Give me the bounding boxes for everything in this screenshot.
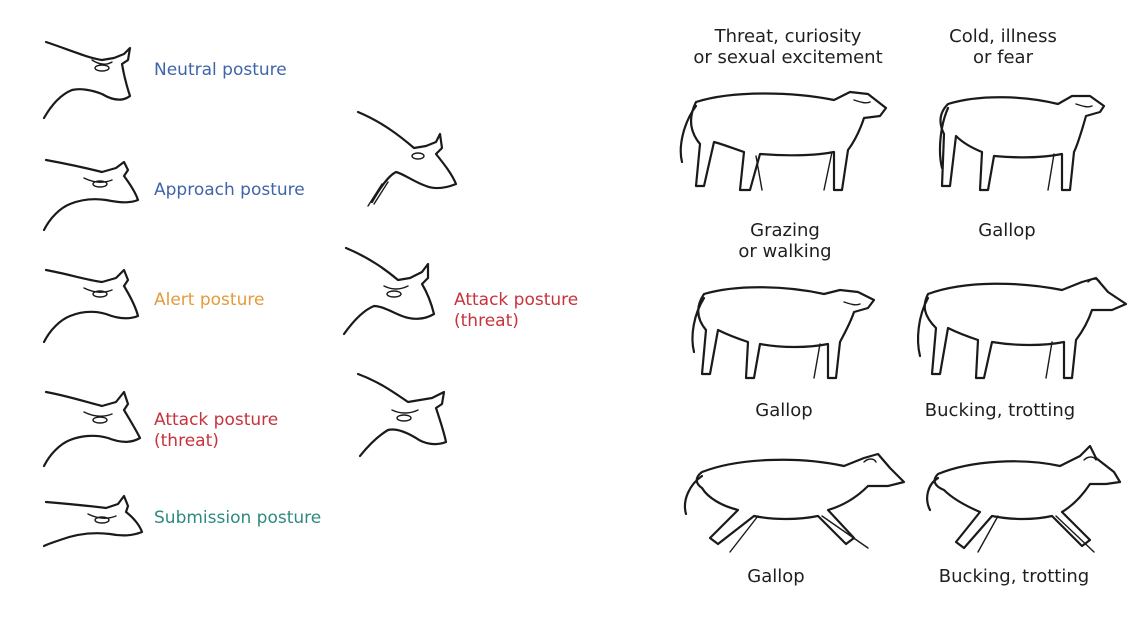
calf-bucking-sketch xyxy=(920,444,1126,556)
gallop-mid-label: Gallop xyxy=(714,400,854,421)
calf-gallop-top-sketch xyxy=(912,270,1129,384)
gallop-bottom-label: Gallop xyxy=(706,566,846,587)
alert-posture-label: Alert posture xyxy=(154,290,264,311)
neutral-posture-label: Neutral posture xyxy=(154,60,287,81)
approach-posture-label: Approach posture xyxy=(154,180,305,201)
attack-posture-right-label: Attack posture (threat) xyxy=(454,290,578,332)
attack-head-left-sketch xyxy=(40,384,144,470)
grazing-walking-label: Grazing or walking xyxy=(700,220,870,262)
bucking-trotting-bottom-label: Bucking, trotting xyxy=(914,566,1114,587)
approach-head-raised-sketch xyxy=(352,108,462,212)
bucking-trotting-mid-label: Bucking, trotting xyxy=(900,400,1100,421)
attack-posture-left-label: Attack posture (threat) xyxy=(154,410,278,452)
calf-grazing-sketch xyxy=(684,272,884,384)
submission-posture-label: Submission posture xyxy=(154,508,321,529)
approach-head-sketch xyxy=(40,150,142,234)
threat-curiosity-label: Threat, curiosity or sexual excitement xyxy=(668,26,908,68)
alert-head-sketch xyxy=(40,262,142,346)
calf-threat-sketch xyxy=(674,82,894,198)
attack-head-upper-sketch xyxy=(336,244,446,340)
attack-head-lower-sketch xyxy=(352,370,452,462)
gallop-top-label: Gallop xyxy=(932,220,1082,241)
cold-illness-label: Cold, illness or fear xyxy=(918,26,1088,68)
calf-gallop-bottom-sketch xyxy=(678,444,908,556)
calf-cold-sketch xyxy=(930,82,1110,198)
neutral-head-sketch xyxy=(40,38,140,124)
submission-head-sketch xyxy=(40,492,146,554)
